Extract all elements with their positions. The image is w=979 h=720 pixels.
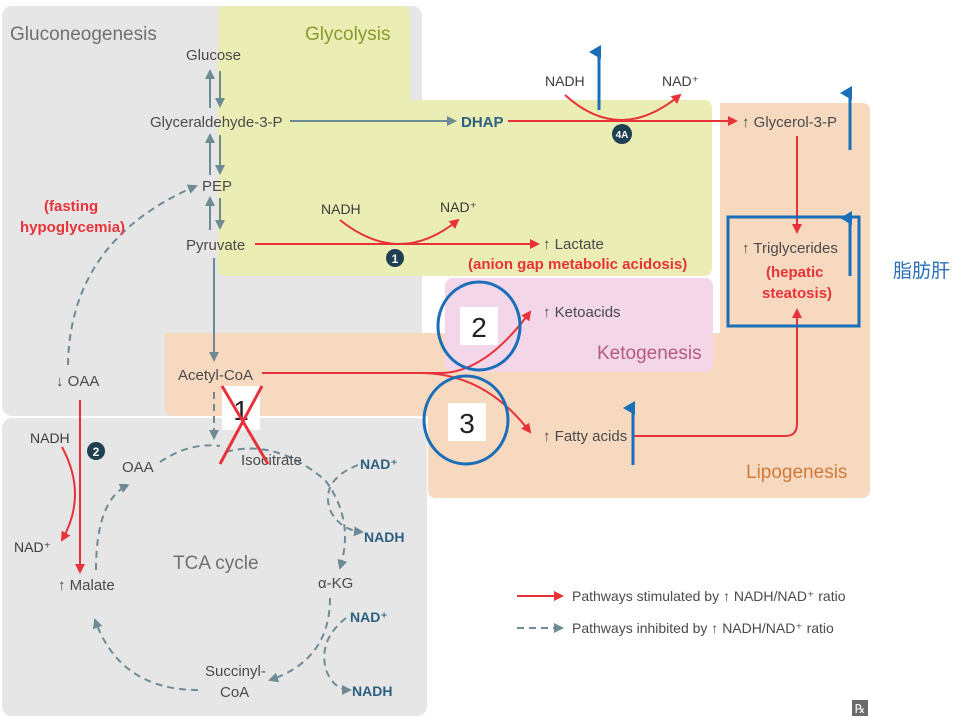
g3p-label: Glyceraldehyde-3-P bbox=[150, 114, 283, 131]
fasting-label-2: hypoglycemia) bbox=[20, 219, 125, 236]
step-marker-4a-label: 4A bbox=[616, 130, 629, 141]
inhibited-pathways bbox=[67, 184, 364, 695]
step-marker-4a bbox=[612, 124, 632, 144]
glycerol3p-label: ↑ Glycerol-3-P bbox=[742, 114, 837, 131]
legend-stimulated-label: Pathways stimulated by ↑ NADH/NAD⁺ ratio bbox=[572, 588, 846, 604]
step-marker-2-label: 2 bbox=[93, 445, 100, 459]
overlay-annotations: 脂肪肝 2 3 1 bbox=[218, 45, 950, 466]
acetyl-coa-label: Acetyl-CoA bbox=[178, 367, 253, 384]
nadh-tca-1-label: NADH bbox=[364, 529, 404, 545]
nadh-dhap-label: NADH bbox=[545, 73, 585, 89]
fatty-acids-label: ↑ Fatty acids bbox=[543, 428, 627, 445]
fasting-label-1: (fasting bbox=[44, 198, 98, 215]
anion-gap-label: (anion gap metabolic acidosis) bbox=[468, 256, 687, 273]
lipogenesis-region bbox=[165, 103, 870, 498]
nad-dhap-label: NAD⁺ bbox=[662, 73, 699, 89]
nad-tca-1-label: NAD⁺ bbox=[360, 456, 398, 472]
step-marker-1 bbox=[386, 249, 404, 267]
overlay-number-2: 2 bbox=[471, 312, 487, 343]
step-marker-1-label: 1 bbox=[392, 252, 399, 266]
triglycerides-highlight-box bbox=[726, 215, 861, 328]
fatty-liver-cn-label: 脂肪肝 bbox=[893, 260, 950, 282]
tca-cycle-title: TCA cycle bbox=[173, 553, 259, 574]
overlay-number-3: 3 bbox=[459, 408, 475, 439]
malate-label: ↑ Malate bbox=[58, 577, 115, 594]
dhap-label: DHAP bbox=[461, 114, 504, 131]
ketogenesis-title: Ketogenesis bbox=[597, 343, 702, 364]
nadh-tca-2-label: NADH bbox=[352, 683, 392, 699]
ketoacids-label: ↑ Ketoacids bbox=[543, 304, 621, 321]
red-x-stroke-2 bbox=[218, 385, 264, 465]
step-marker-2 bbox=[87, 442, 105, 460]
succinyl-label-1: Succinyl- bbox=[205, 663, 266, 680]
lipogenesis-title: Lipogenesis bbox=[746, 462, 847, 483]
hepatic-label-2: steatosis) bbox=[762, 285, 832, 302]
glycolysis-region bbox=[218, 6, 712, 276]
nad-tca-2-label: NAD⁺ bbox=[350, 609, 388, 625]
legend: Pathways stimulated by ↑ NADH/NAD⁺ ratio… bbox=[517, 588, 846, 636]
highlight-circle-3 bbox=[422, 374, 510, 466]
stimulated-pathways bbox=[61, 93, 802, 574]
pyruvate-label: Pyruvate bbox=[186, 237, 245, 254]
nad-malate-label: NAD⁺ bbox=[14, 539, 51, 555]
glucose-label: Glucose bbox=[186, 47, 241, 64]
isocitrate-label: Isocitrate bbox=[241, 452, 302, 469]
pep-label: PEP bbox=[202, 178, 232, 195]
triglycerides-label: ↑ Triglycerides bbox=[742, 240, 838, 257]
rx-logo: ℞ bbox=[855, 702, 866, 716]
red-x-stroke-1 bbox=[220, 385, 270, 465]
gluconeogenesis-title: Gluconeogenesis bbox=[10, 24, 157, 45]
nadh-malate-label: NADH bbox=[30, 430, 70, 446]
lactate-label: ↑ Lactate bbox=[543, 236, 604, 253]
nadh-lactate-label: NADH bbox=[321, 201, 361, 217]
glycolysis-title: Glycolysis bbox=[305, 24, 391, 45]
nad-lactate-label: NAD⁺ bbox=[440, 199, 477, 215]
oaa-label: OAA bbox=[122, 459, 154, 476]
rx-logo-box bbox=[852, 700, 868, 716]
tca-region bbox=[2, 418, 427, 716]
oaa-down-label: ↓ OAA bbox=[56, 373, 99, 390]
hepatic-label-1: (hepatic bbox=[766, 264, 824, 281]
succinyl-label-2: CoA bbox=[220, 684, 249, 701]
akg-label: α-KG bbox=[318, 575, 353, 592]
legend-inhibited-label: Pathways inhibited by ↑ NADH/NAD⁺ ratio bbox=[572, 620, 834, 636]
glycolysis-backbone bbox=[205, 69, 457, 362]
highlight-circle-2 bbox=[436, 280, 522, 372]
